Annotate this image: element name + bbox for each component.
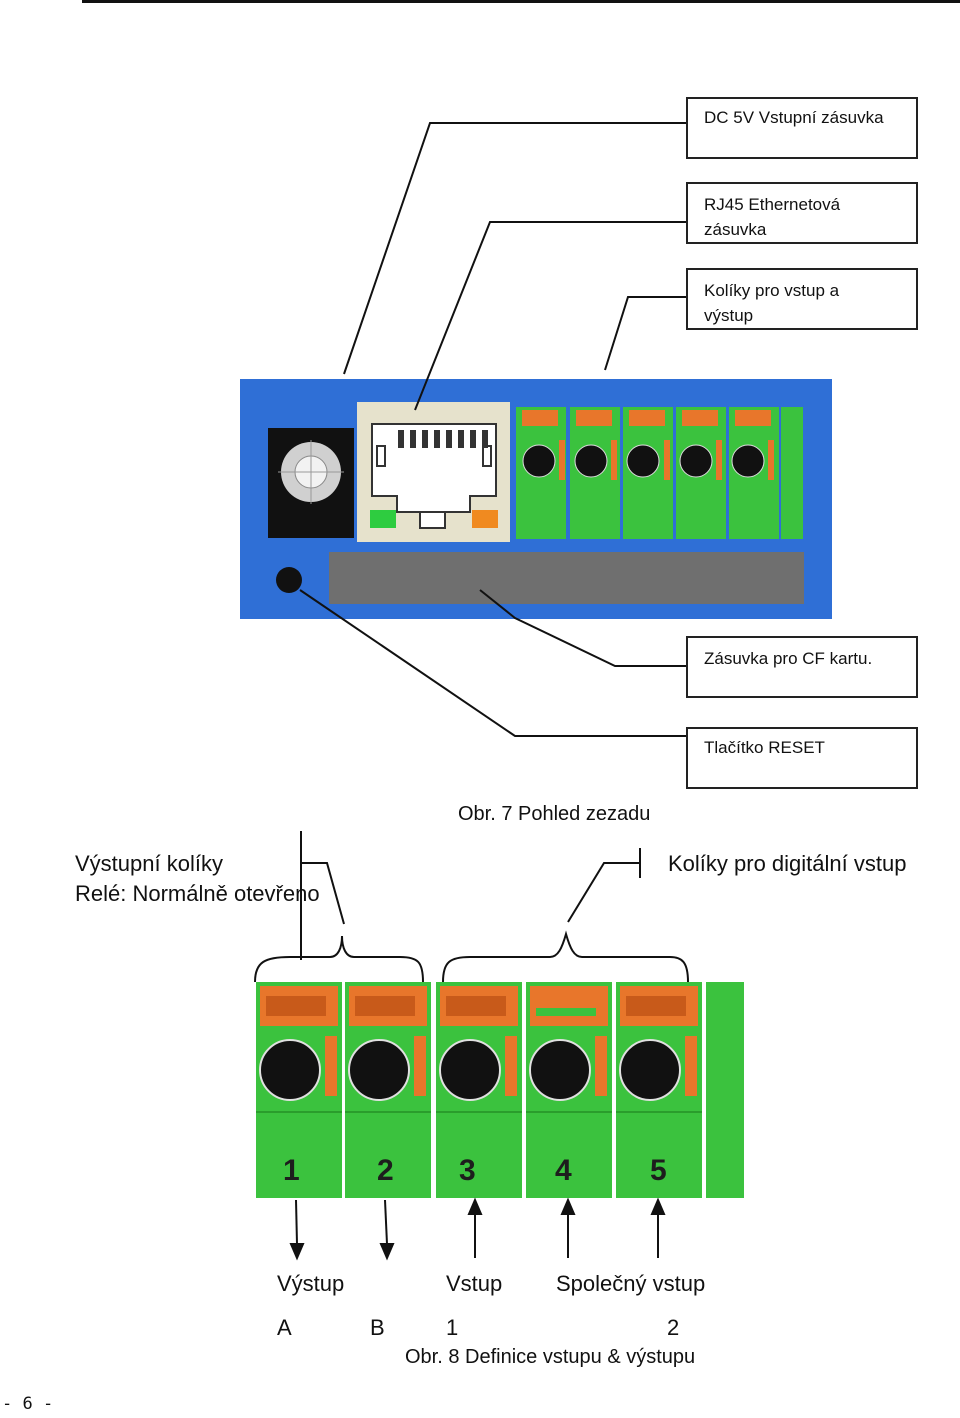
callout-cf-slot: Zásuvka pro CF kartu. <box>686 636 918 698</box>
panel-terminal-block <box>516 407 803 539</box>
output-a-label: A <box>277 1315 292 1340</box>
callout-dc-input-text: DC 5V Vstupní zásuvka <box>704 108 884 127</box>
terminal-number-5: 5 <box>650 1154 667 1187</box>
terminal-number-3: 3 <box>459 1154 476 1187</box>
output-b-arrow <box>379 1243 395 1261</box>
terminal-number-4: 4 <box>555 1154 572 1187</box>
page-number: - 6 - <box>2 1394 54 1414</box>
common-input-arrow <box>560 1197 576 1215</box>
rj45-led-orange <box>472 510 498 528</box>
common-input-label: Společný vstup <box>556 1271 706 1296</box>
output-pins-label-line2: Relé: Normálně otevřeno <box>75 881 320 906</box>
callout-reset: Tlačítko RESET <box>686 727 918 789</box>
header-rule <box>82 0 960 3</box>
signal-arrows <box>289 1197 666 1261</box>
group-brackets <box>254 831 689 983</box>
output-pins-label-line1: Výstupní kolíky <box>75 851 223 876</box>
output-label: Výstup <box>277 1271 345 1296</box>
input-1-label: 1 <box>446 1315 459 1340</box>
input-2-arrow <box>650 1197 666 1215</box>
terminal-number-2: 2 <box>377 1154 394 1187</box>
callout-rj45-text: RJ45 Ethernetová zásuvka <box>704 195 841 239</box>
callout-dc-input: DC 5V Vstupní zásuvka <box>686 97 918 159</box>
callout-reset-text: Tlačítko RESET <box>704 738 825 757</box>
callout-rj45: RJ45 Ethernetová zásuvka <box>686 182 918 244</box>
terminal-number-1: 1 <box>283 1154 300 1187</box>
rj45-contacts <box>398 430 488 448</box>
input-label: Vstup <box>446 1271 503 1296</box>
cf-card-slot <box>329 552 804 604</box>
output-b-label: B <box>370 1315 385 1340</box>
callout-io-pins-text: Kolíky pro vstup a výstup <box>704 281 840 325</box>
output-a-arrow <box>289 1243 305 1261</box>
callout-io-pins: Kolíky pro vstup a výstup <box>686 268 918 330</box>
figure8-caption: Obr. 8 Definice vstupu & výstupu <box>405 1346 696 1368</box>
figure7-caption: Obr. 7 Pohled zezadu <box>458 803 651 825</box>
rj45-led-green <box>370 510 396 528</box>
input-2-label: 2 <box>667 1315 680 1340</box>
input-1-arrow <box>467 1197 483 1215</box>
callout-leader-lines <box>299 122 686 737</box>
reset-button-hole <box>276 567 302 593</box>
callout-cf-slot-text: Zásuvka pro CF kartu. <box>704 649 873 668</box>
digital-input-label: Kolíky pro digitální vstup <box>668 851 907 876</box>
terminal-numbers: 1 2 3 4 5 <box>283 1154 667 1187</box>
terminal-block-large <box>256 982 744 1198</box>
